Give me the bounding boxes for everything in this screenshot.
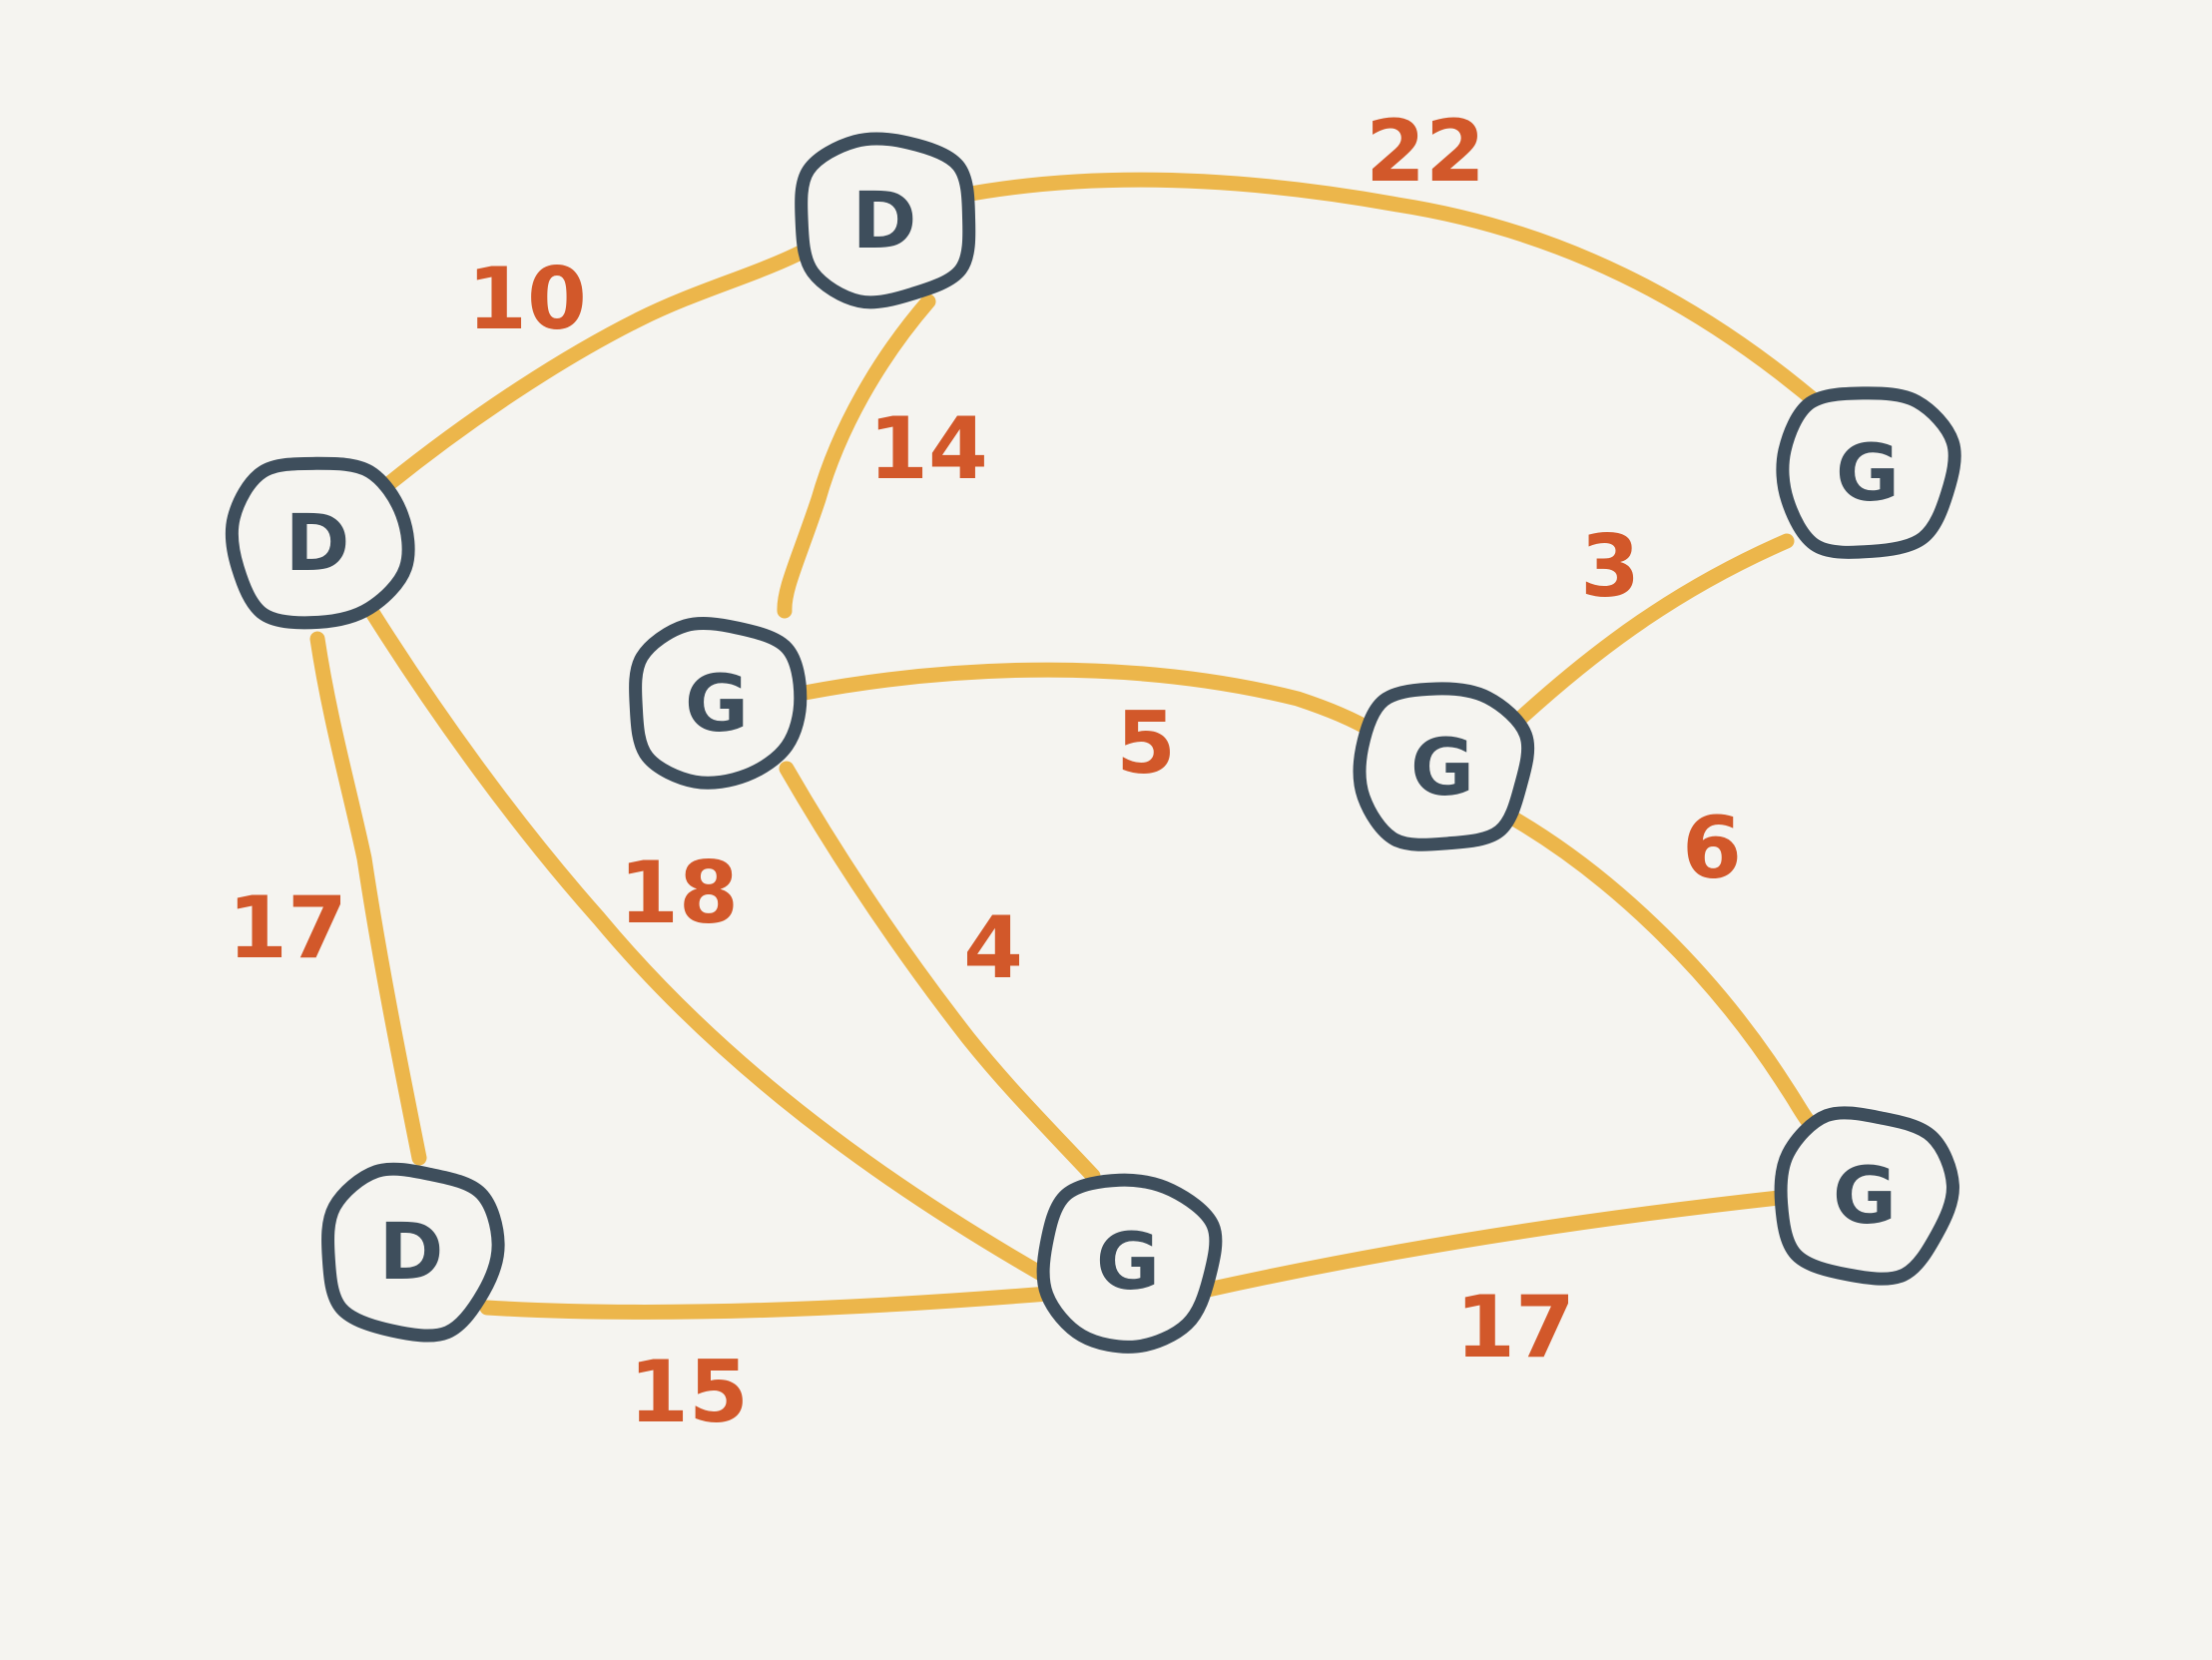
edge-weight-label: 22 <box>1366 102 1485 202</box>
graph-node: G <box>1774 1106 1959 1286</box>
node-label: G <box>1836 429 1900 519</box>
graph-node: D <box>225 456 415 630</box>
node-fill <box>1784 388 1951 556</box>
node-fill <box>1361 685 1524 848</box>
edge-n6-n7 <box>479 1286 1056 1320</box>
edges-layer <box>309 172 1833 1320</box>
graph-node: D <box>795 132 976 309</box>
edge-n2-n3 <box>952 172 1833 417</box>
edge-n1-n7 <box>363 603 1056 1286</box>
graph-node: G <box>629 617 808 790</box>
node-fill <box>1044 1177 1212 1345</box>
node-label: G <box>1833 1152 1897 1242</box>
edge-weight-label: 4 <box>963 898 1023 998</box>
node-fill <box>234 458 401 626</box>
edge-weight-label: 5 <box>1116 694 1176 794</box>
node-label: D <box>285 499 350 589</box>
edge-weight-label: 17 <box>228 878 347 978</box>
edge-n1-n6 <box>309 631 427 1166</box>
edge-n7-n8 <box>1200 1190 1787 1298</box>
edge-n5-n3 <box>1514 533 1795 725</box>
node-circle <box>1774 1106 1959 1286</box>
edge-weight-label: 15 <box>629 1343 749 1442</box>
node-fill <box>801 136 968 303</box>
graph-node: G <box>1036 1173 1223 1354</box>
node-label: D <box>852 177 917 267</box>
edge-n2-n4 <box>777 293 936 619</box>
node-label: G <box>685 660 749 750</box>
edge-weight-label: 17 <box>1455 1278 1575 1378</box>
node-circle <box>1776 386 1961 559</box>
node-label: G <box>1096 1218 1160 1308</box>
edge-weights-layer: 10 22 14 17 18 5 4 3 6 15 17 <box>228 102 1742 1442</box>
node-circle <box>795 132 976 309</box>
edge-weight-label: 10 <box>467 250 587 349</box>
node-fill <box>1781 1111 1948 1279</box>
node-label: G <box>1410 724 1474 814</box>
node-circle <box>1353 682 1535 851</box>
node-circle <box>1036 1173 1223 1354</box>
node-fill <box>327 1167 495 1335</box>
graph-node: G <box>1776 386 1961 559</box>
node-circle <box>629 617 808 790</box>
node-fill <box>635 621 799 785</box>
node-circle <box>321 1162 505 1343</box>
nodes-layer: D D G G G D G G <box>225 132 1961 1354</box>
edge-weight-label: 6 <box>1682 799 1742 898</box>
node-label: D <box>379 1208 444 1298</box>
node-circle <box>225 456 415 630</box>
graph-node: D <box>321 1162 505 1343</box>
graph-node: G <box>1353 682 1535 851</box>
edge-n4-n7 <box>779 761 1101 1184</box>
edge-weight-label: 14 <box>868 399 988 499</box>
edge-n5-n8 <box>1502 809 1817 1130</box>
edge-weight-label: 18 <box>619 843 739 943</box>
edge-n4-n5 <box>797 662 1385 742</box>
edge-weight-label: 3 <box>1580 517 1640 617</box>
edge-n2-n1 <box>379 242 815 493</box>
